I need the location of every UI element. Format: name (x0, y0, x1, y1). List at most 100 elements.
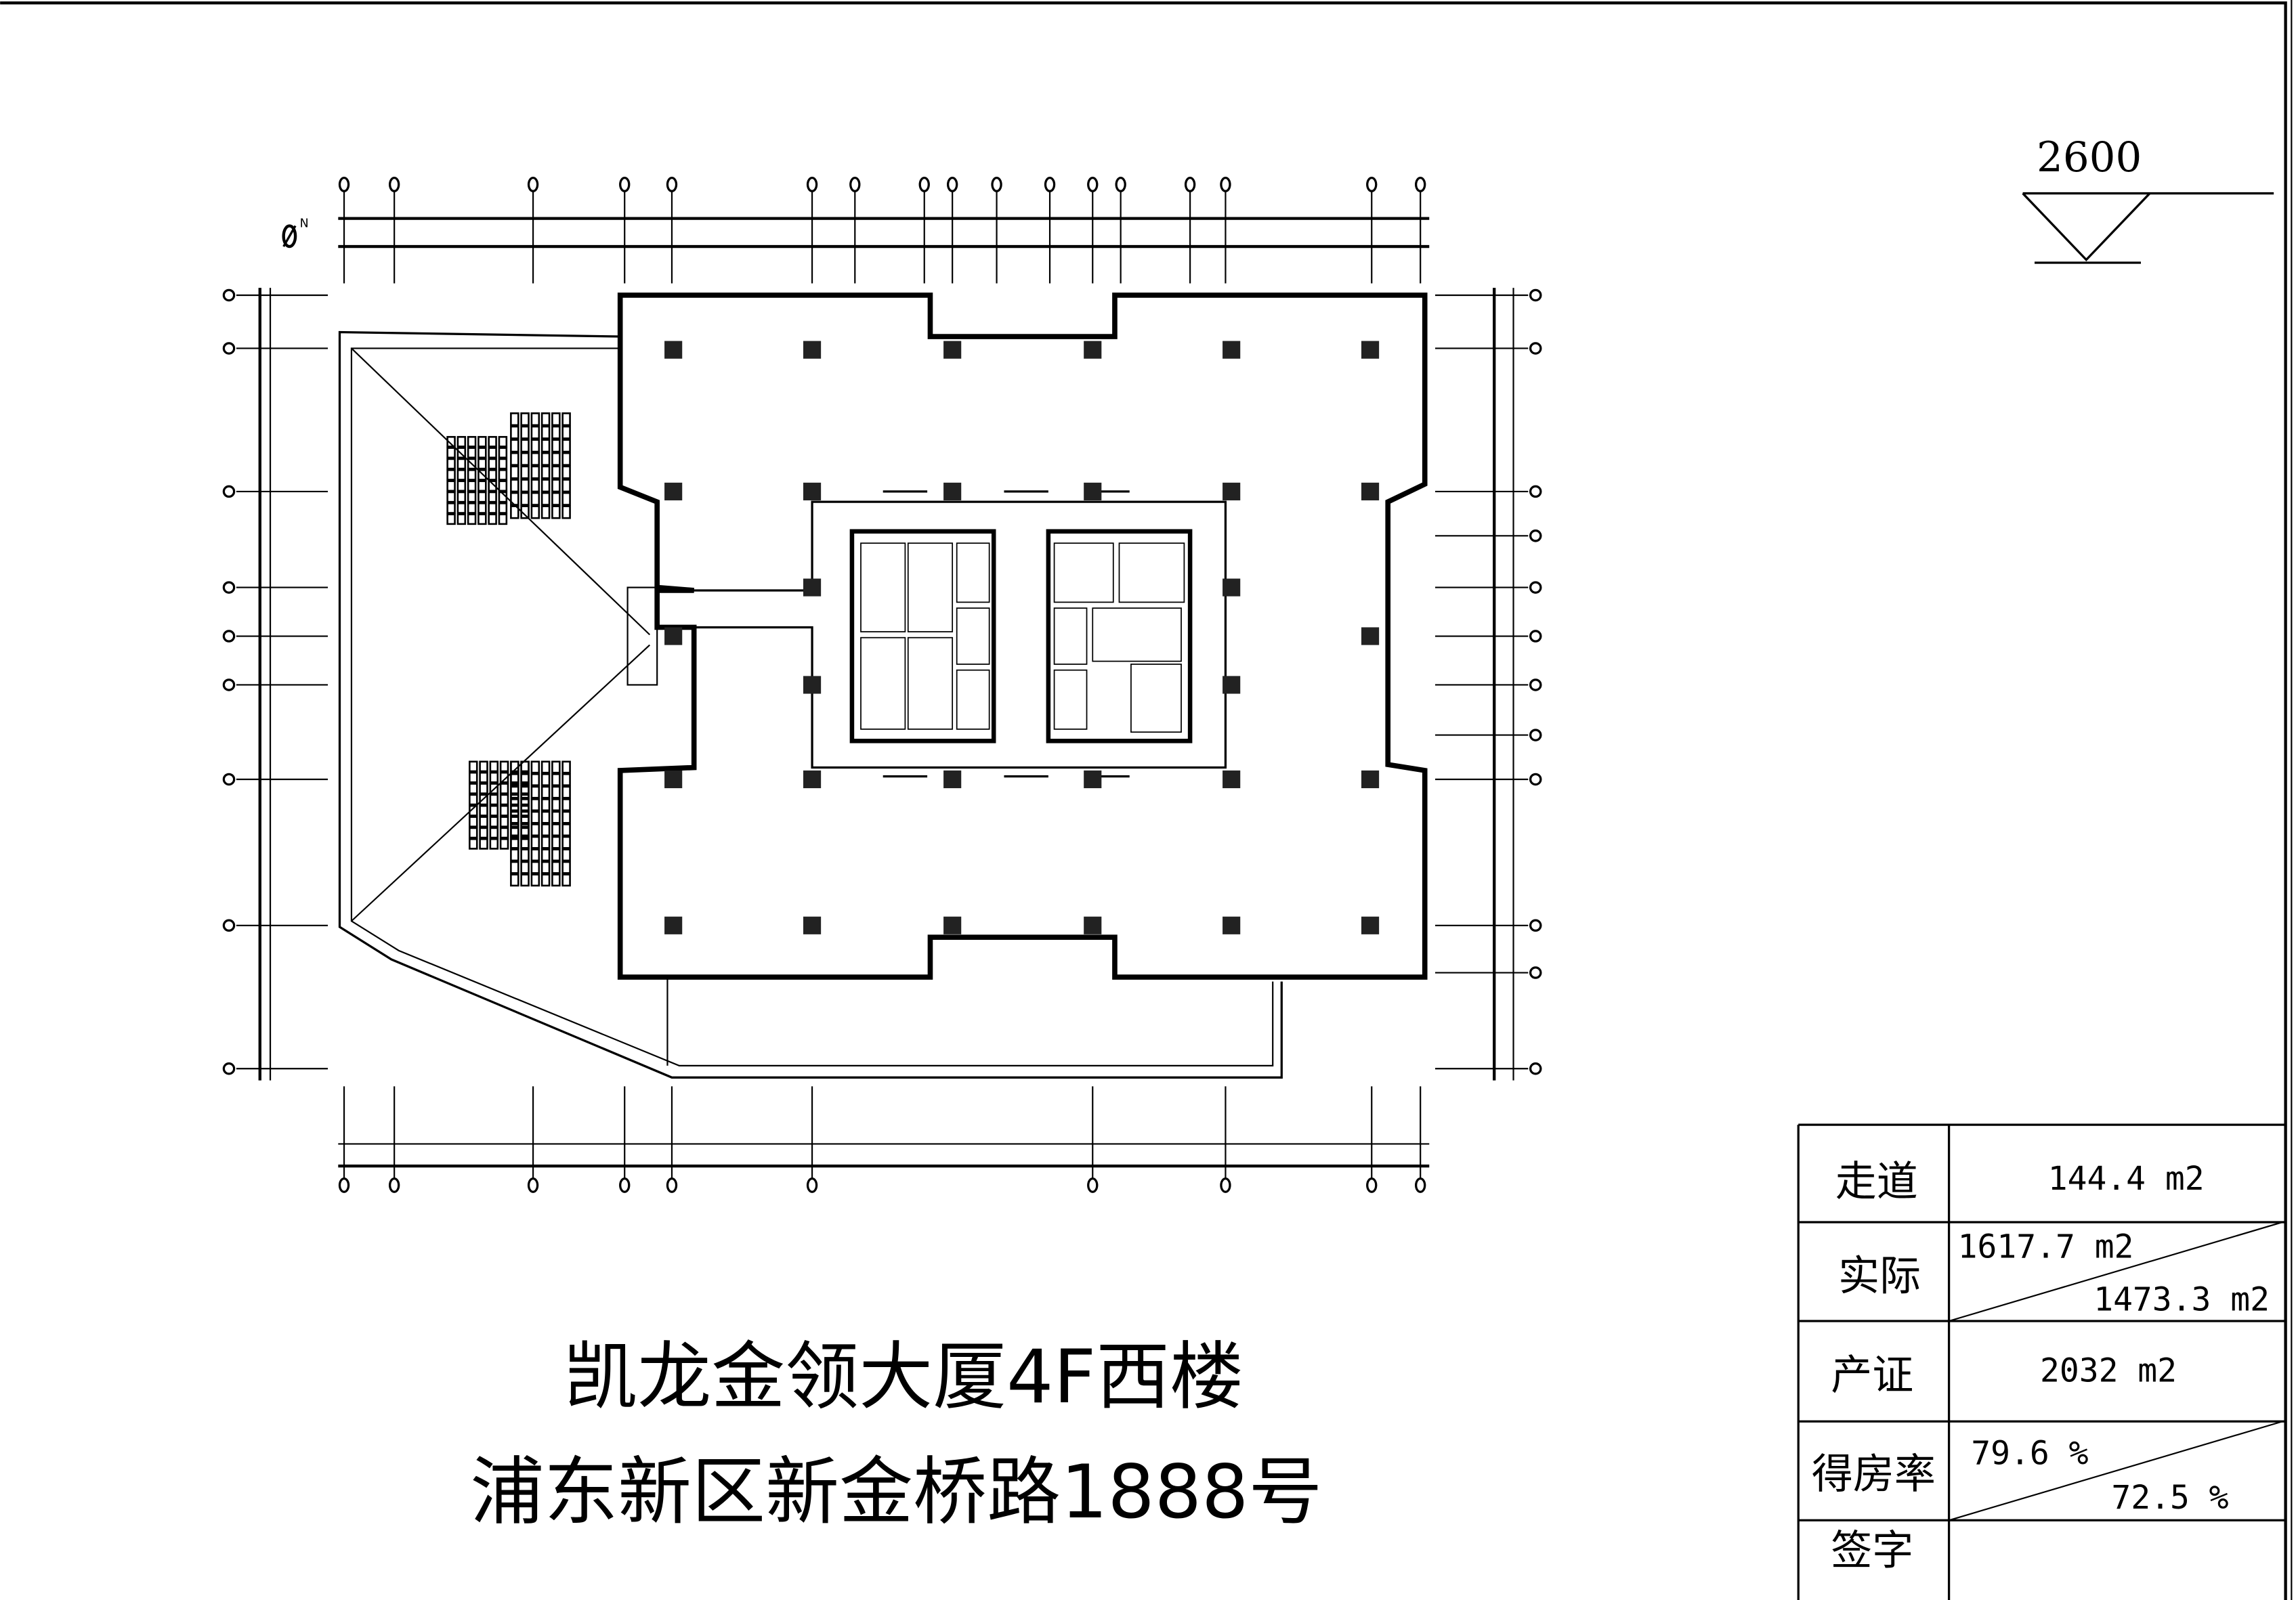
parking-stall (551, 873, 561, 887)
parking-stall (488, 447, 497, 459)
column (1084, 916, 1102, 934)
structural-columns (664, 341, 1380, 934)
parking-stall (540, 810, 551, 824)
parking-stall (477, 513, 487, 525)
column (943, 341, 962, 359)
column (943, 482, 962, 500)
parking-stall (510, 505, 519, 519)
parking-stall (489, 816, 499, 828)
parking-stall (477, 480, 487, 492)
area-table-text: 走道 144.4 m2 实际 1617.7 m2 1473.3 m2 产证 20… (1812, 1158, 2270, 1575)
parking-stall (446, 435, 456, 448)
parking-stall (499, 794, 509, 806)
parking-stall (530, 492, 540, 506)
parking-stall (499, 838, 509, 850)
axis-bubble (338, 1177, 350, 1193)
parking-stall (456, 435, 467, 448)
axis-bubble (222, 678, 236, 691)
core-room (1053, 669, 1088, 730)
parking-stall (540, 873, 551, 887)
core-room (907, 542, 954, 632)
column (943, 916, 962, 934)
axis-bubble (1529, 773, 1542, 786)
parking-stall (456, 502, 467, 514)
parking-stall (446, 491, 456, 503)
parking-stall (498, 513, 508, 525)
parking-stall (520, 760, 530, 774)
parking-stall (510, 760, 519, 774)
core-room (1118, 542, 1185, 603)
parking-stall (510, 492, 519, 506)
column (1084, 770, 1102, 789)
certificate-area: 2032 m2 (2040, 1352, 2177, 1389)
corridor-area: 144.4 m2 (2048, 1160, 2205, 1198)
parking-stall (561, 439, 571, 453)
axis-bubble (1529, 581, 1542, 594)
parking-stall (479, 794, 488, 806)
parking-stall (446, 447, 456, 459)
axis-bubble (1529, 729, 1542, 741)
row-label-signature: 签字 (1831, 1527, 1913, 1575)
parking-stall (467, 435, 477, 448)
parking-stall (510, 798, 519, 812)
parking-stall (530, 773, 540, 787)
axis-bubble (1220, 1177, 1231, 1193)
north-label: N (300, 217, 309, 231)
parking-stall (561, 848, 571, 862)
parking-stall (510, 836, 519, 849)
parking-stall (520, 425, 530, 439)
column (1361, 627, 1380, 645)
axis-bubble (1366, 1177, 1378, 1193)
parking-stall (456, 513, 467, 525)
parking-stall (540, 425, 551, 439)
axis-bubble (806, 177, 818, 192)
column (1361, 916, 1380, 934)
axis-bubble (222, 342, 236, 355)
parking-stall (561, 760, 571, 774)
actual-area-gross: 1617.7 m2 (1958, 1228, 2134, 1266)
parking-stall (510, 873, 519, 887)
parking-stall (561, 412, 571, 427)
efficiency-net: 72.5 % (2111, 1479, 2228, 1517)
axis-bubble (527, 1177, 539, 1193)
parking-stall (530, 823, 540, 837)
parking-stall (551, 810, 561, 824)
elevation-marker: 2600 (2022, 133, 2274, 264)
parking-stall (561, 785, 571, 799)
parking-stall (540, 479, 551, 493)
column (1223, 770, 1241, 789)
axis-bubble (338, 177, 350, 192)
axis-bubble (666, 1177, 678, 1193)
parking-stall (561, 873, 571, 887)
parking-stall (499, 804, 509, 817)
axis-bubble (806, 1177, 818, 1193)
parking-stall (540, 465, 551, 479)
column (1223, 341, 1241, 359)
parking-stall (467, 502, 477, 514)
parking-stall (477, 491, 487, 503)
parking-stall (469, 804, 478, 817)
parking-stall (456, 458, 467, 470)
column (1361, 341, 1380, 359)
column (664, 916, 683, 934)
axis-bubble (222, 773, 236, 786)
parking-stall (520, 848, 530, 862)
column (1223, 578, 1241, 597)
parking-stall (520, 492, 530, 506)
column (1223, 482, 1241, 500)
parking-stall (489, 783, 499, 794)
parking-stall (561, 479, 571, 493)
parking-stall (446, 513, 456, 525)
parking-stall (498, 491, 508, 503)
column (664, 770, 683, 789)
parking-stall (540, 505, 551, 519)
parking-stall (551, 492, 561, 506)
column (1361, 482, 1380, 500)
parking-stall (479, 771, 488, 783)
core-room (1053, 607, 1088, 665)
parking-stall (489, 771, 499, 783)
axis-bubble (1529, 630, 1542, 643)
parking-stall (561, 773, 571, 787)
core-room (1092, 607, 1182, 662)
